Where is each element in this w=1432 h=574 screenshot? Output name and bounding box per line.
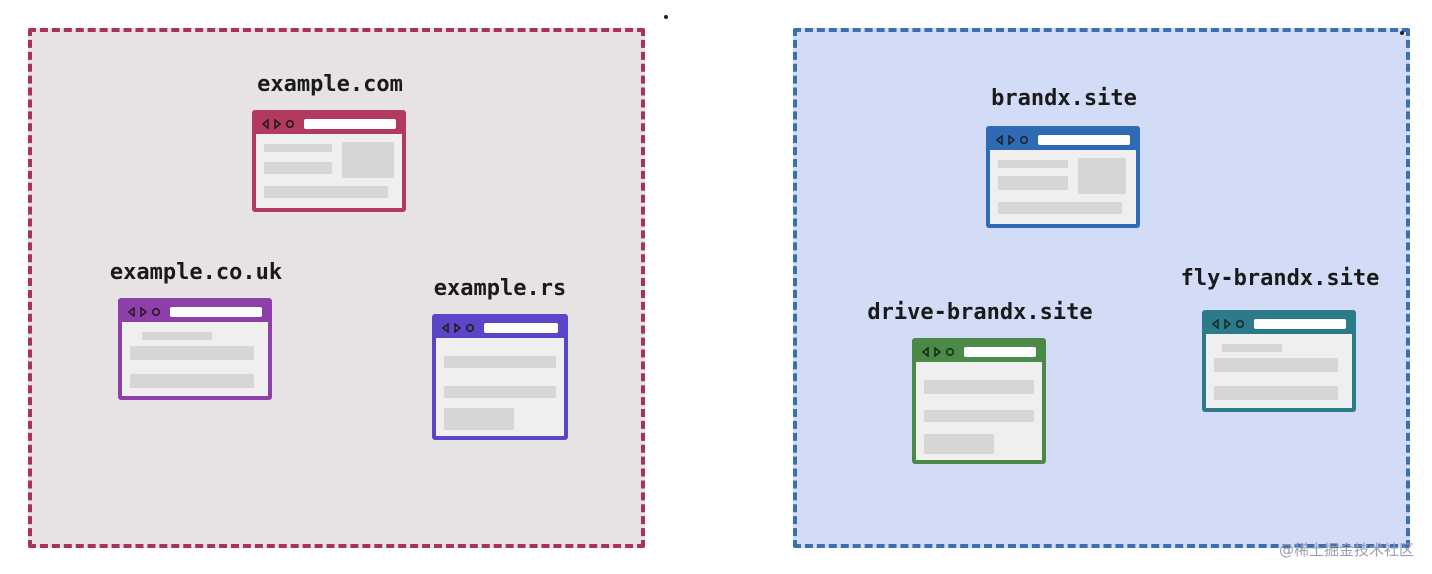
browser-address-bar bbox=[170, 307, 262, 317]
browser-address-bar bbox=[484, 323, 558, 333]
browser-nav bbox=[441, 321, 475, 335]
back-arrow-icon bbox=[1211, 319, 1220, 329]
stray-dot bbox=[664, 15, 668, 19]
content-placeholder bbox=[998, 202, 1122, 214]
browser-titlebar bbox=[256, 114, 402, 134]
content-placeholder bbox=[444, 356, 556, 368]
back-arrow-icon bbox=[921, 347, 930, 357]
browser-titlebar bbox=[1206, 314, 1352, 334]
content-placeholder bbox=[342, 142, 394, 178]
reload-icon bbox=[945, 347, 955, 357]
browser-content bbox=[924, 370, 1034, 452]
back-arrow-icon bbox=[441, 323, 450, 333]
site-example-co-uk: example.co.uk bbox=[118, 260, 274, 405]
browser-titlebar bbox=[436, 318, 564, 338]
browser-content bbox=[1214, 342, 1344, 400]
site-drive-brandx-site: drive-brandx.site bbox=[912, 300, 1048, 466]
back-arrow-icon bbox=[995, 135, 1004, 145]
content-placeholder bbox=[142, 332, 212, 340]
forward-arrow-icon bbox=[453, 323, 462, 333]
browser-window bbox=[912, 338, 1046, 464]
site-label: drive-brandx.site bbox=[852, 300, 1108, 326]
reload-icon bbox=[1235, 319, 1245, 329]
content-placeholder bbox=[264, 186, 388, 198]
content-placeholder bbox=[998, 160, 1068, 168]
browser-content bbox=[264, 142, 394, 200]
browser-titlebar bbox=[916, 342, 1042, 362]
browser-window bbox=[1202, 310, 1356, 412]
content-placeholder bbox=[924, 410, 1034, 422]
browser-window bbox=[432, 314, 568, 440]
site-label: example.com bbox=[232, 72, 428, 98]
content-placeholder bbox=[924, 434, 994, 454]
reload-icon bbox=[151, 307, 161, 317]
browser-window bbox=[986, 126, 1140, 228]
content-placeholder bbox=[264, 162, 332, 174]
reload-icon bbox=[1019, 135, 1029, 145]
browser-window bbox=[252, 110, 406, 212]
browser-titlebar bbox=[122, 302, 268, 322]
site-fly-brandx-site: fly-brandx.site bbox=[1202, 266, 1358, 418]
site-label: brandx.site bbox=[966, 86, 1162, 112]
browser-content bbox=[130, 330, 260, 388]
content-placeholder bbox=[444, 386, 556, 398]
reload-icon bbox=[285, 119, 295, 129]
reload-icon bbox=[465, 323, 475, 333]
content-placeholder bbox=[1078, 158, 1126, 194]
content-placeholder bbox=[1214, 386, 1338, 400]
site-label: fly-brandx.site bbox=[1152, 266, 1408, 292]
site-brandx-site: brandx.site bbox=[986, 86, 1142, 231]
back-arrow-icon bbox=[127, 307, 136, 317]
site-example-rs: example.rs bbox=[432, 276, 568, 442]
content-placeholder bbox=[130, 346, 254, 360]
browser-address-bar bbox=[304, 119, 396, 129]
forward-arrow-icon bbox=[1007, 135, 1016, 145]
content-placeholder bbox=[444, 408, 514, 430]
browser-window bbox=[118, 298, 272, 400]
forward-arrow-icon bbox=[1223, 319, 1232, 329]
site-example-com: example.com bbox=[252, 72, 408, 217]
browser-address-bar bbox=[1254, 319, 1346, 329]
content-placeholder bbox=[130, 374, 254, 388]
browser-content bbox=[998, 158, 1128, 216]
browser-address-bar bbox=[1038, 135, 1130, 145]
browser-nav bbox=[261, 117, 295, 131]
browser-address-bar bbox=[964, 347, 1036, 357]
watermark: @稀土掘金技术社区 bbox=[1279, 539, 1414, 560]
browser-titlebar bbox=[990, 130, 1136, 150]
forward-arrow-icon bbox=[273, 119, 282, 129]
content-placeholder bbox=[1214, 358, 1338, 372]
browser-nav bbox=[921, 345, 955, 359]
browser-nav bbox=[1211, 317, 1245, 331]
browser-nav bbox=[127, 305, 161, 319]
content-placeholder bbox=[924, 380, 1034, 394]
forward-arrow-icon bbox=[933, 347, 942, 357]
browser-nav bbox=[995, 133, 1029, 147]
forward-arrow-icon bbox=[139, 307, 148, 317]
site-label: example.co.uk bbox=[88, 260, 304, 286]
back-arrow-icon bbox=[261, 119, 270, 129]
site-label: example.rs bbox=[412, 276, 588, 302]
content-placeholder bbox=[998, 176, 1068, 190]
browser-content bbox=[444, 346, 556, 428]
stray-dot bbox=[1400, 31, 1404, 35]
content-placeholder bbox=[264, 144, 332, 152]
content-placeholder bbox=[1222, 344, 1282, 352]
